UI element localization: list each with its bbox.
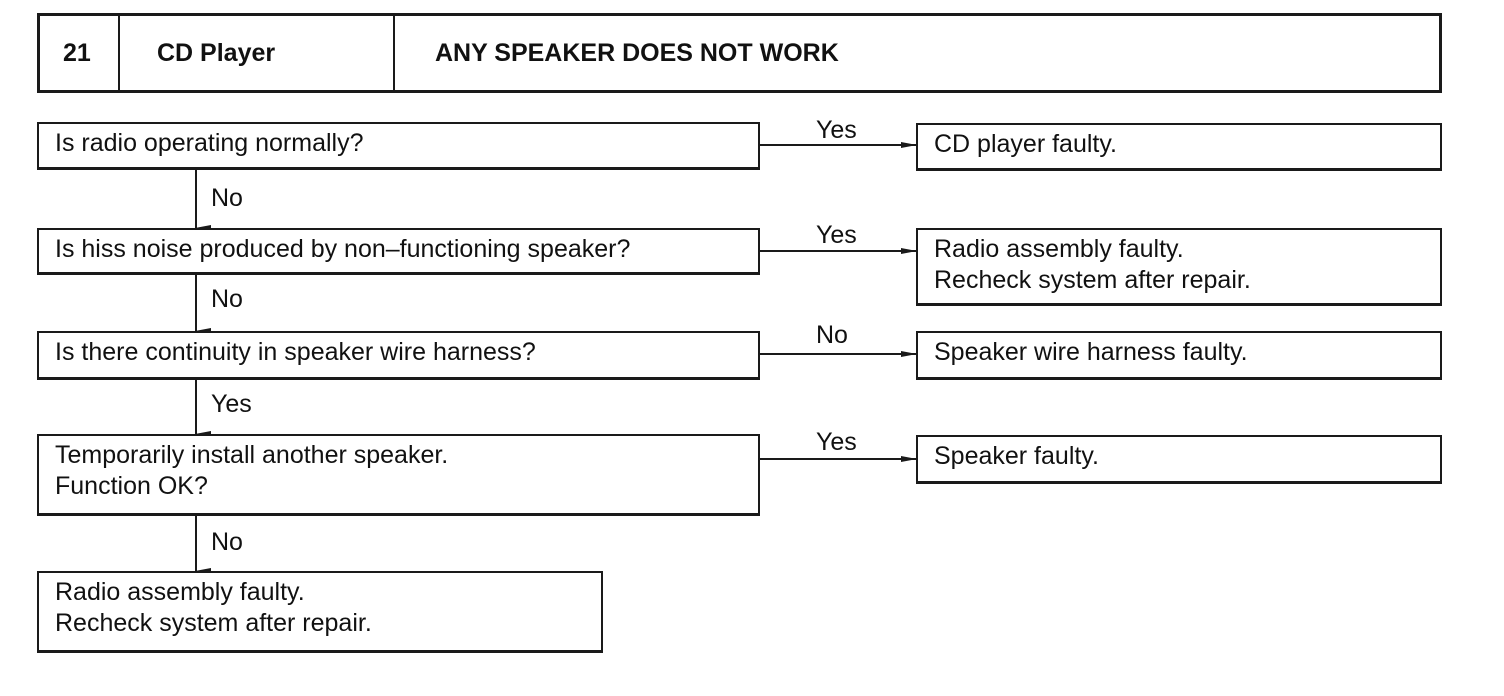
final-text-line2: Recheck system after repair. [55,609,372,637]
question-box-3: Is there continuity in speaker wire harn… [37,331,760,380]
result-text: CD player faulty. [934,130,1117,158]
result-box-3: Speaker wire harness faulty. [916,331,1442,380]
question-text-line1: Temporarily install another speaker. [55,441,449,469]
result-text-line2: Recheck system after repair. [934,266,1251,294]
result-text-line1: Radio assembly faulty. [934,235,1184,263]
final-text-line1: Radio assembly faulty. [55,578,305,606]
flow-label-4: No [211,528,243,556]
flow-label-2: No [211,285,243,313]
branch-label-1: Yes [816,116,857,144]
result-box-2: Radio assembly faulty. Recheck system af… [916,228,1442,306]
result-box-1: CD player faulty. [916,123,1442,171]
question-text: Is hiss noise produced by non–functionin… [55,235,631,263]
branch-label-3: No [816,321,848,349]
question-box-2: Is hiss noise produced by non–functionin… [37,228,760,275]
flow-label-3: Yes [211,390,252,418]
question-box-4: Temporarily install another speaker. Fun… [37,434,760,516]
branch-label-4: Yes [816,428,857,456]
procedure-number: 21 [40,16,120,90]
question-text-line2: Function OK? [55,472,208,500]
result-text: Speaker faulty. [934,442,1099,470]
system-name: CD Player [120,16,395,90]
final-result-box: Radio assembly faulty. Recheck system af… [37,571,603,653]
result-box-4: Speaker faulty. [916,435,1442,484]
question-text: Is radio operating normally? [55,129,364,157]
result-text: Speaker wire harness faulty. [934,338,1248,366]
branch-label-2: Yes [816,221,857,249]
symptom-title: ANY SPEAKER DOES NOT WORK [435,38,839,67]
question-text: Is there continuity in speaker wire harn… [55,338,536,366]
header-bar: 21 CD Player ANY SPEAKER DOES NOT WORK [37,13,1442,93]
question-box-1: Is radio operating normally? [37,122,760,170]
flow-label-1: No [211,184,243,212]
